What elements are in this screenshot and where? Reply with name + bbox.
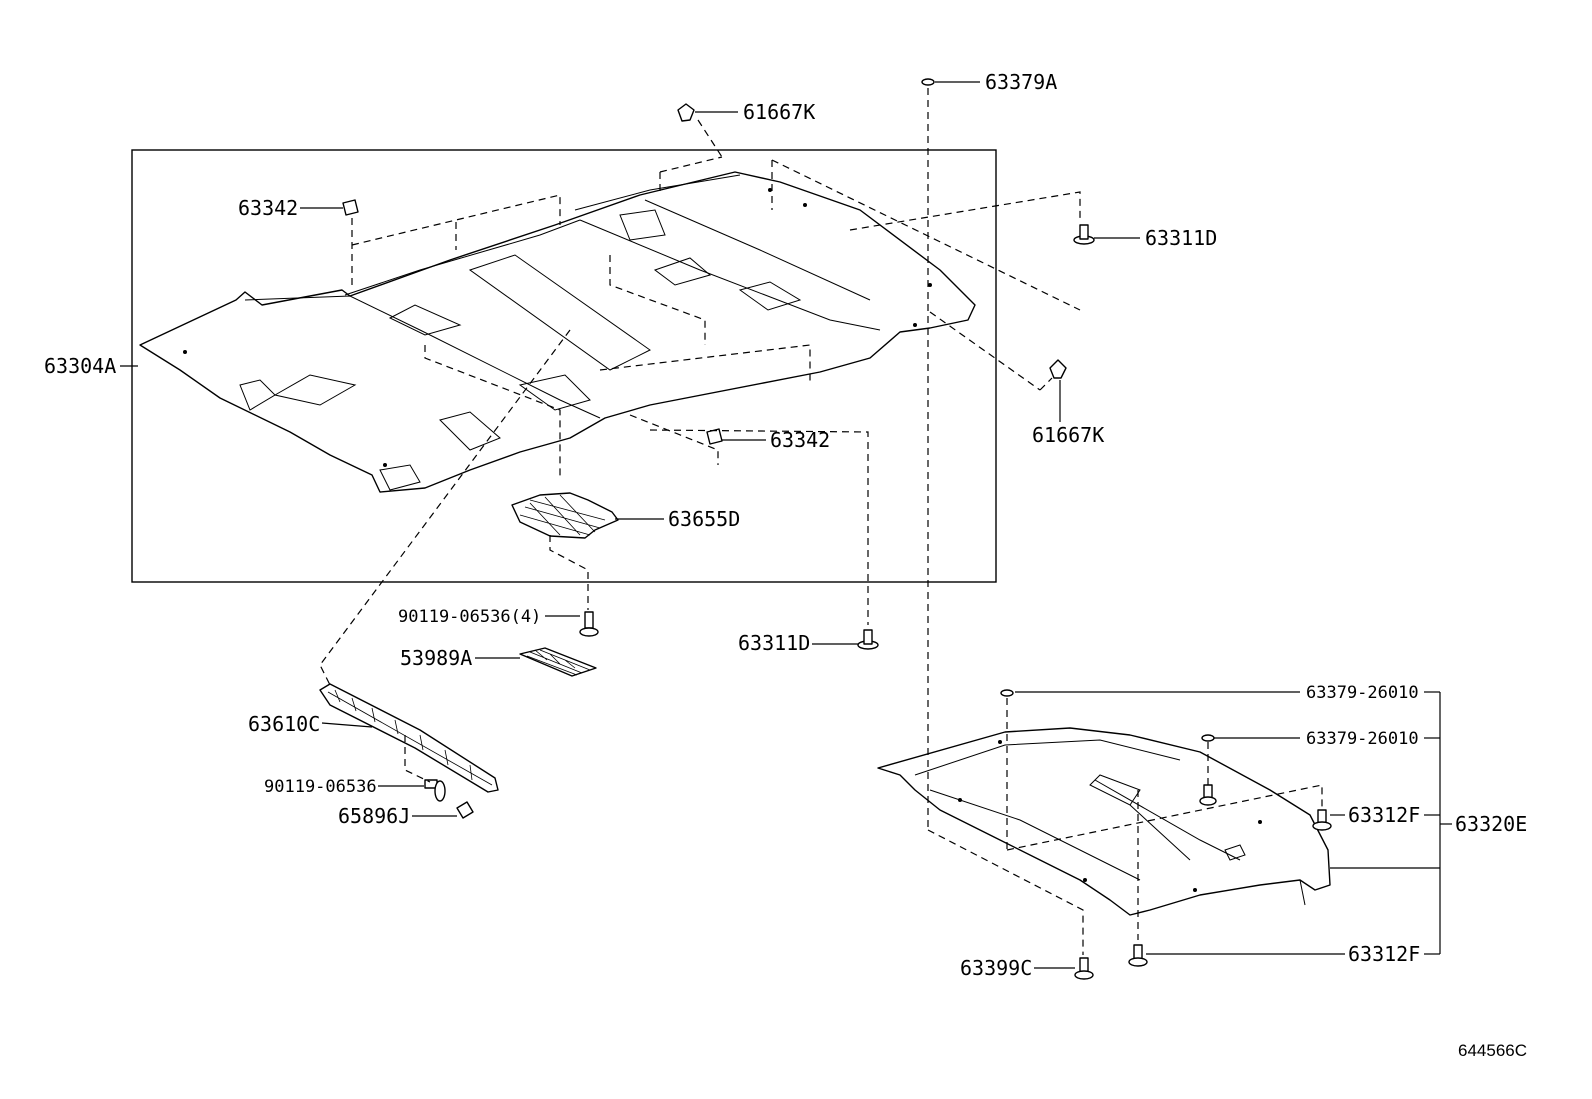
label-90119-06536-4: 90119-06536(4) [398, 607, 541, 627]
label-63311D-low: 63311D [738, 631, 810, 655]
screw-90119-06536 [424, 779, 446, 802]
label-63312F-lower: 63312F [1348, 942, 1420, 966]
dashed-guide-lines [319, 88, 1323, 955]
strip-63610C [319, 683, 499, 793]
label-63379-26010-a: 63379-26010 [1306, 683, 1419, 703]
leader-lines [120, 81, 1452, 969]
clip-63311D-right [1073, 224, 1095, 245]
clip-63312F-lower [1128, 944, 1148, 967]
screw-90119-06536-4 [579, 611, 599, 637]
clip-63311D-low [857, 629, 879, 650]
clip-63342-top [342, 199, 359, 216]
label-63320E: 63320E [1455, 812, 1527, 836]
label-61667K-top: 61667K [743, 100, 815, 124]
label-63312F-upper: 63312F [1348, 803, 1420, 827]
label-63655D: 63655D [668, 507, 740, 531]
label-63304A: 63304A [44, 354, 116, 378]
clip-assembly-inner [1199, 784, 1217, 806]
headliner-63304A [139, 171, 976, 493]
grille-53989A [519, 647, 597, 677]
clip-63399C [1074, 957, 1094, 980]
label-63379-26010-b: 63379-26010 [1306, 729, 1419, 749]
label-63610C: 63610C [248, 712, 320, 736]
label-65896J: 65896J [338, 804, 410, 828]
cap-65896J [456, 801, 474, 819]
label-53989A: 53989A [400, 646, 472, 670]
washer-63379-26010-b [1201, 734, 1215, 742]
label-61667K-right: 61667K [1032, 423, 1104, 447]
headliner-63320E [877, 727, 1331, 916]
clip-61667K-top [677, 103, 695, 122]
clip-63342-mid [706, 428, 723, 445]
label-90119-06536: 90119-06536 [264, 777, 377, 797]
label-63399C: 63399C [960, 956, 1032, 980]
clip-61667K-right [1049, 359, 1067, 379]
label-63342-top: 63342 [238, 196, 298, 220]
clip-63312F-upper [1312, 809, 1332, 831]
label-63379A: 63379A [985, 70, 1057, 94]
diagram-code: 644566C [1458, 1041, 1527, 1060]
panel-63655D [511, 492, 619, 539]
label-63342-mid: 63342 [770, 428, 830, 452]
washer-63379-26010-a [1000, 689, 1014, 697]
label-63311D-right: 63311D [1145, 226, 1217, 250]
washer-63379A [921, 78, 935, 86]
